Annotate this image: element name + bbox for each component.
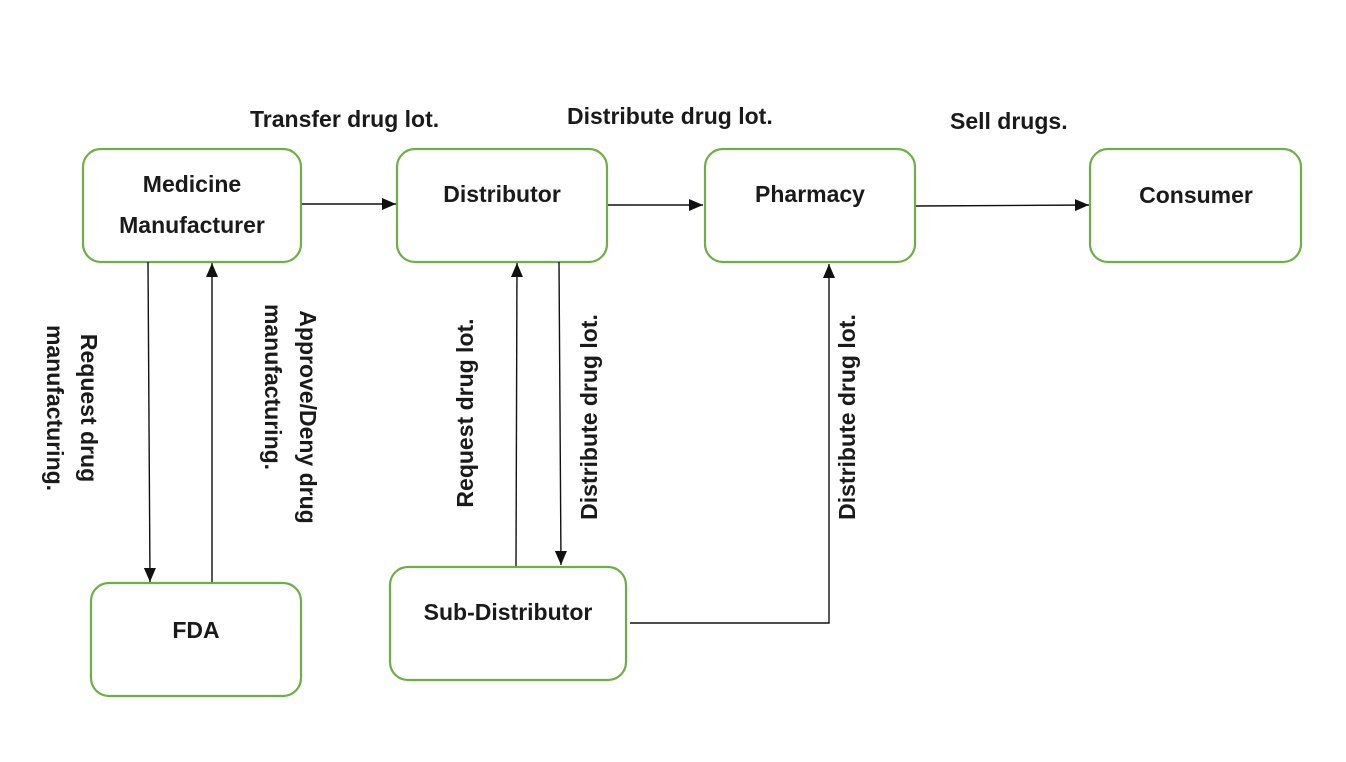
node-fda: FDA [89,581,303,698]
edge-label-distribute-drug-lot-down: Distribute drug lot. [576,314,602,520]
svg-text:Request drug lot.: Request drug lot. [452,318,478,507]
svg-text:Distribute drug lot.: Distribute drug lot. [834,314,860,520]
edge-label-line: manufacturing. [260,304,286,470]
node-label: Sub-Distributor [424,599,593,625]
node-sub-distributor: Sub-Distributor [388,565,628,682]
node-label: Distributor [443,181,561,207]
arrow-distributor-to-subdistributor [554,261,567,566]
node-label: Pharmacy [755,181,865,207]
edge-label-request-drug-lot: Request drug lot. [452,318,478,507]
edge-label-line: Request drug [76,334,102,482]
node-label: FDA [172,617,219,643]
node-label: Medicine [143,171,241,197]
edge-label-request-drug-manufacturing: Request drug manufacturing. [42,325,102,491]
node-label: Manufacturer [119,212,265,238]
arrow-subdistributor-to-distributor [510,262,523,567]
node-medicine-manufacturer: Medicine Manufacturer [81,147,303,264]
edge-label-sell-drugs: Sell drugs. [950,108,1068,134]
edge-label-line: manufacturing. [42,325,68,491]
edge-label-distribute-drug-lot-sub: Distribute drug lot. [834,314,860,520]
svg-text:Distribute drug lot.: Distribute drug lot. [576,314,602,520]
node-pharmacy: Pharmacy [703,147,917,264]
arrow-subdistributor-to-pharmacy [630,264,835,624]
edge-label-approve-deny-manufacturing: Approve/Deny drug manufacturing. [260,304,321,524]
node-label: Consumer [1139,182,1253,208]
node-distributor: Distributor [395,147,609,264]
arrow-manufacturer-to-fda [143,261,156,583]
edge-label-distribute-drug-lot: Distribute drug lot. [567,103,773,129]
arrow-pharmacy-to-consumer [915,199,1090,212]
edge-label-line: Approve/Deny drug [295,310,321,523]
node-consumer: Consumer [1088,147,1303,264]
edge-label-transfer-drug-lot: Transfer drug lot. [250,106,439,132]
